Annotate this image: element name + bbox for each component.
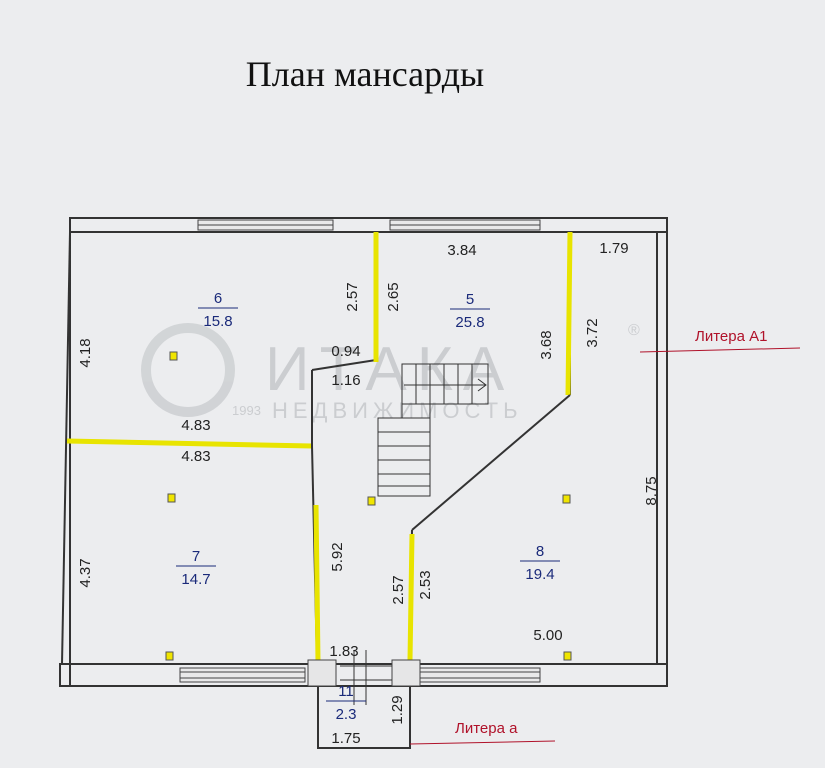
bottom-windows: [179, 667, 541, 683]
watermark-tagline: НЕДВИЖИМОСТЬ: [272, 398, 523, 423]
dim-4-83-upper: 4.83: [181, 417, 210, 434]
dim-5-00: 5.00: [533, 627, 562, 644]
room-7-label: 7 14.7: [176, 548, 216, 588]
svg-text:8: 8: [536, 543, 544, 560]
svg-text:5: 5: [466, 291, 474, 308]
dim-1-79: 1.79: [599, 240, 628, 257]
dim-2-57-upper: 2.57: [344, 282, 361, 311]
interior-walls: [66, 231, 573, 665]
dimension-labels: 3.84 1.79 2.57 2.65 4.18 0.94 1.16 3.68 …: [77, 240, 660, 747]
dim-0-94: 0.94: [331, 343, 360, 360]
annex: [307, 650, 421, 749]
dim-1-29: 1.29: [389, 695, 406, 724]
outer-walls: [59, 217, 668, 687]
svg-text:14.7: 14.7: [181, 571, 210, 588]
svg-text:19.4: 19.4: [525, 566, 554, 583]
dim-8-75: 8.75: [643, 476, 660, 505]
dim-2-65: 2.65: [385, 282, 402, 311]
svg-text:11: 11: [338, 683, 354, 700]
dim-4-83-lower: 4.83: [181, 448, 210, 465]
room-11-label: 11 2.3: [326, 683, 366, 723]
dim-1-75: 1.75: [331, 730, 360, 747]
svg-text:6: 6: [214, 290, 222, 307]
room-8-label: 8 19.4: [520, 543, 560, 583]
top-windows: [197, 219, 541, 231]
staircase: [377, 363, 489, 497]
dim-3-84: 3.84: [447, 242, 476, 259]
svg-text:2.3: 2.3: [336, 706, 357, 723]
litera-a1-label: Литера А1: [695, 328, 767, 345]
dim-3-72: 3.72: [584, 318, 601, 347]
room-markers: [165, 351, 572, 661]
dim-5-92: 5.92: [329, 542, 346, 571]
litera-a1-callout: Литера А1: [639, 328, 801, 353]
svg-text:7: 7: [192, 548, 200, 565]
watermark-brand: ИТАКА: [265, 335, 514, 404]
litera-a-label: Литера а: [455, 720, 518, 737]
dim-1-16: 1.16: [331, 372, 360, 389]
dim-3-68: 3.68: [538, 330, 555, 359]
svg-text:15.8: 15.8: [203, 313, 232, 330]
dim-4-37: 4.37: [77, 558, 94, 587]
dim-2-53: 2.53: [417, 570, 434, 599]
watermark-reg: ®: [628, 322, 640, 339]
dim-4-18: 4.18: [77, 338, 94, 367]
room-5-label: 5 25.8: [450, 291, 490, 331]
dim-2-57-lower: 2.57: [390, 575, 407, 604]
dim-1-83: 1.83: [329, 643, 358, 660]
plan-title: План мансарды: [246, 54, 484, 94]
room-6-label: 6 15.8: [198, 290, 238, 330]
watermark-year: 1993: [232, 403, 261, 418]
svg-text:25.8: 25.8: [455, 314, 484, 331]
litera-a-callout: Литера а: [409, 720, 556, 745]
